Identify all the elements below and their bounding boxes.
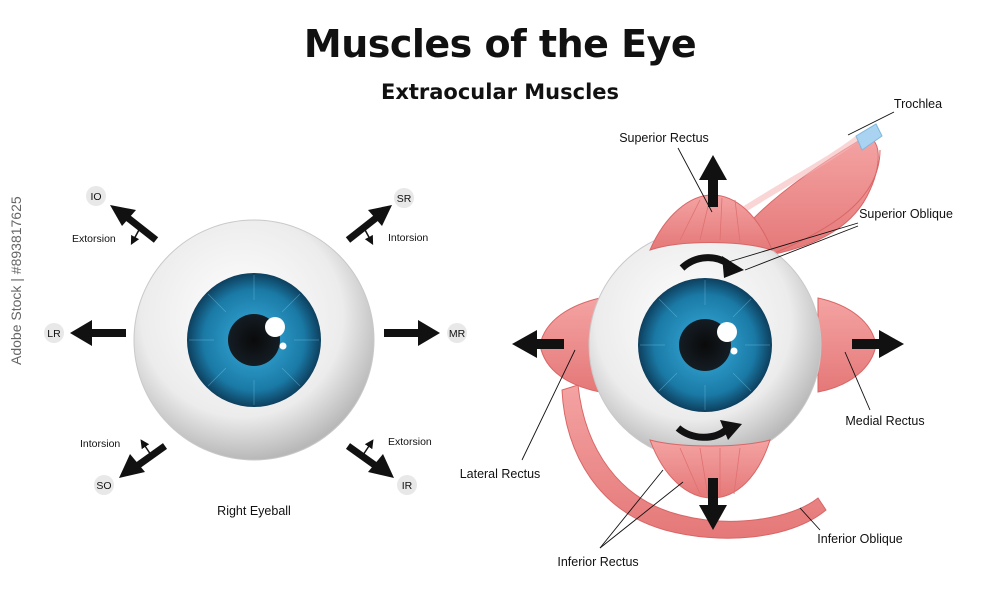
io-arrow [110, 205, 159, 245]
abbr-so-text: SO [96, 480, 111, 492]
left-eyeball [133, 219, 375, 461]
iris-fibers [189, 275, 319, 405]
page-subtitle: Extraocular Muscles [380, 80, 620, 104]
highlight [717, 322, 737, 342]
stock-credit: Adobe Stock | #893817625 [8, 196, 24, 365]
label-superior-rectus: Superior Rectus [619, 131, 709, 145]
highlight-small [730, 347, 738, 355]
abbr-so: SO [94, 475, 114, 495]
abbr-lr: LR [44, 323, 64, 343]
inferior-oblique-muscle [561, 384, 827, 539]
abbr-lr-text: LR [47, 328, 61, 340]
sr-movement-label: Intorsion [388, 232, 428, 244]
superior-rectus-muscle [649, 194, 773, 251]
mr-arrow [384, 320, 440, 346]
intorsion-rotation-arrow [679, 254, 744, 278]
left-arrows [70, 205, 440, 478]
lr-left-arrow [512, 330, 564, 358]
label-superior-oblique: Superior Oblique [859, 207, 953, 221]
page-title: Muscles of the Eye [303, 22, 697, 66]
label-inferior-oblique: Inferior Oblique [817, 532, 903, 546]
sr-up-arrow [699, 155, 727, 207]
right-eyeball [588, 228, 822, 462]
abbr-mr: MR [447, 323, 467, 343]
left-caption: Right Eyeball [217, 504, 291, 518]
abbr-sr: SR [394, 188, 414, 208]
superior-oblique-muscle [734, 135, 881, 256]
ir-arrow [345, 439, 394, 478]
io-movement-label: Extorsion [72, 233, 116, 245]
highlight [265, 317, 285, 337]
lr-arrow [70, 320, 126, 346]
abbr-ir: IR [397, 475, 417, 495]
highlight-small [279, 342, 287, 350]
extorsion-rotation-arrow [675, 420, 742, 441]
label-medial-rectus: Medial Rectus [845, 414, 924, 428]
label-inferior-rectus: Inferior Rectus [557, 555, 638, 569]
abbr-io-text: IO [90, 191, 101, 203]
so-movement-label: Intorsion [80, 438, 120, 450]
sr-arrow [345, 205, 392, 245]
iris-fibers [640, 280, 770, 410]
label-lateral-rectus: Lateral Rectus [460, 467, 541, 481]
leader-lines [521, 111, 895, 549]
label-trochlea: Trochlea [894, 97, 942, 111]
abbr-io: IO [86, 186, 106, 206]
abbr-mr-text: MR [449, 328, 466, 340]
ir-down-arrow [699, 478, 727, 530]
trochlea [855, 123, 883, 151]
abbr-sr-text: SR [397, 193, 412, 205]
right-arrows [512, 155, 904, 530]
so-arrow [119, 439, 168, 478]
mr-right-arrow [852, 330, 904, 358]
abbr-ir-text: IR [402, 480, 413, 492]
ir-movement-label: Extorsion [388, 436, 432, 448]
